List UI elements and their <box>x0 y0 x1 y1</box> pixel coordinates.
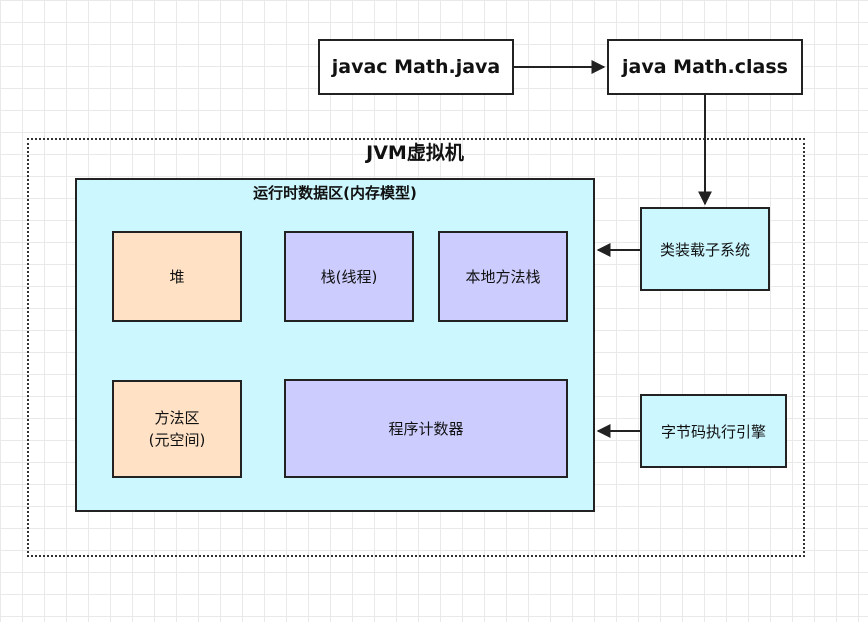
program-counter-box: 程序计数器 <box>284 379 568 478</box>
javac-label: javac Math.java <box>331 56 501 78</box>
program-counter-label: 程序计数器 <box>388 420 464 438</box>
class-loader-label: 类装载子系统 <box>659 240 750 259</box>
class-loader-box: 类装载子系统 <box>640 207 770 291</box>
heap-box: 堆 <box>112 231 242 322</box>
jvm-title: JVM虚拟机 <box>366 142 464 164</box>
javac-box: javac Math.java <box>318 39 514 95</box>
stack-label: 栈(线程) <box>320 268 378 286</box>
heap-label: 堆 <box>169 268 185 286</box>
jvm-frame <box>27 138 805 557</box>
method-area-label: 方法区 <box>154 409 200 427</box>
native-method-stack-label: 本地方法栈 <box>465 268 541 286</box>
metaspace-label: (元空间) <box>148 431 206 449</box>
execution-engine-box: 字节码执行引擎 <box>640 394 787 468</box>
method-area-box: 方法区 (元空间) <box>112 380 242 478</box>
execution-engine-label: 字节码执行引擎 <box>660 422 766 441</box>
runtime-data-area-title: 运行时数据区(内存模型) <box>253 184 417 202</box>
native-method-stack-box: 本地方法栈 <box>438 231 568 322</box>
stack-box: 栈(线程) <box>284 231 414 322</box>
java-box: java Math.class <box>607 39 803 95</box>
java-label: java Math.class <box>622 56 788 78</box>
